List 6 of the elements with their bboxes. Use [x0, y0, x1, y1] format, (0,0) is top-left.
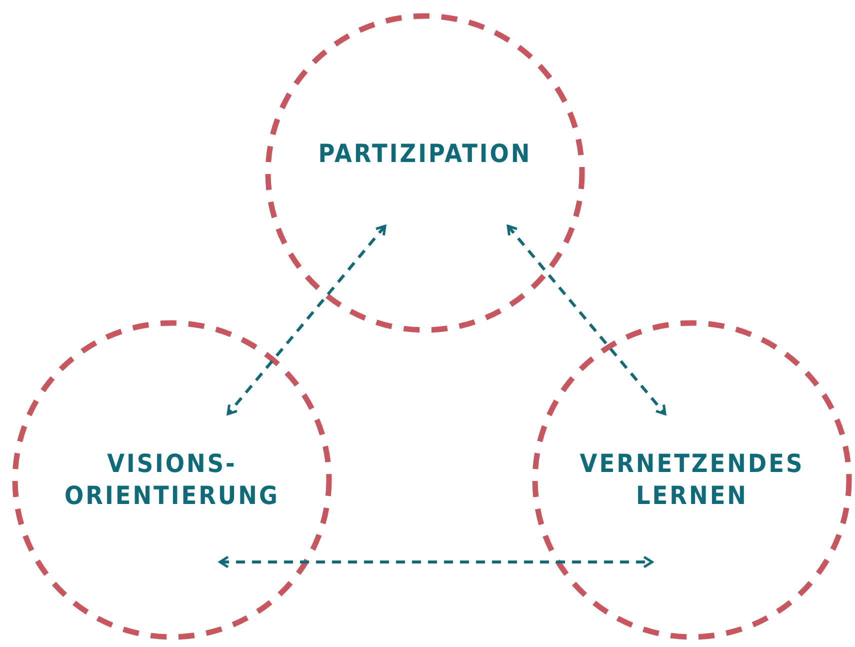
circle-label: VISIONS- ORIENTIERUNG	[64, 448, 280, 512]
circle-label: PARTIZIPATION	[317, 138, 533, 170]
double-arrow	[226, 224, 386, 416]
double-arrow	[506, 224, 666, 416]
circle-label: VERNETZENDES LERNEN	[578, 448, 806, 512]
double-arrow	[218, 556, 654, 568]
